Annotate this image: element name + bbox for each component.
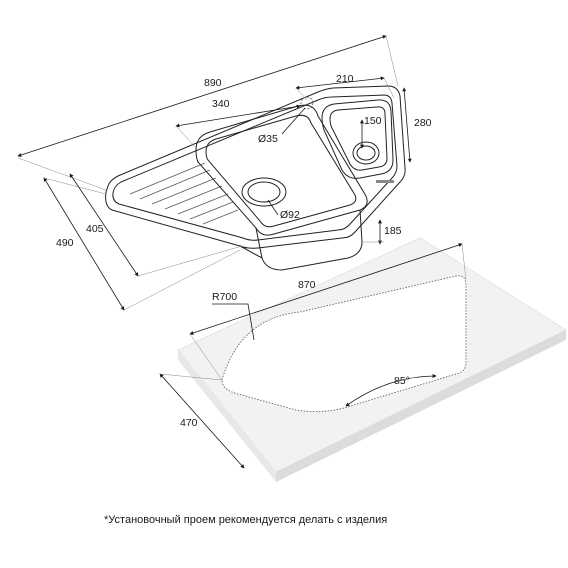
sink-outline: [105, 85, 406, 249]
dim-150-label: 150: [364, 115, 382, 127]
dim-280-label: 280: [414, 117, 432, 129]
main-drain-hole: [241, 177, 287, 207]
dimension-lines: [17, 35, 412, 311]
dim-r700-label: R700: [212, 291, 237, 303]
small-bowl: [321, 99, 394, 179]
drainboard-ribs: [129, 162, 239, 225]
dim-210-label: 210: [336, 73, 354, 85]
dim-diameter-35-label: Ø35: [258, 133, 278, 145]
dim-diameter-92-label: Ø92: [280, 209, 300, 221]
brand-label: [376, 180, 394, 183]
dim-870-label: 870: [298, 279, 316, 291]
dim-470-label: 470: [180, 417, 198, 429]
dim-405-label: 405: [86, 223, 104, 235]
dimension-labels: 890 210 340 Ø35 150 280 490 405 Ø92 185 …: [56, 73, 432, 429]
dim-490-label: 490: [56, 237, 74, 249]
installation-footnote: *Установочный проем рекомендуется делать…: [104, 514, 388, 526]
dim-890-label: 890: [204, 77, 222, 89]
dim-340-label: 340: [212, 98, 230, 110]
cutout-dimension-lines: [159, 243, 467, 469]
small-drain-hole: [352, 141, 380, 165]
dim-85-angle-label: 85°: [394, 375, 410, 387]
countertop-panel: [177, 237, 567, 482]
dim-185-label: 185: [384, 225, 402, 237]
